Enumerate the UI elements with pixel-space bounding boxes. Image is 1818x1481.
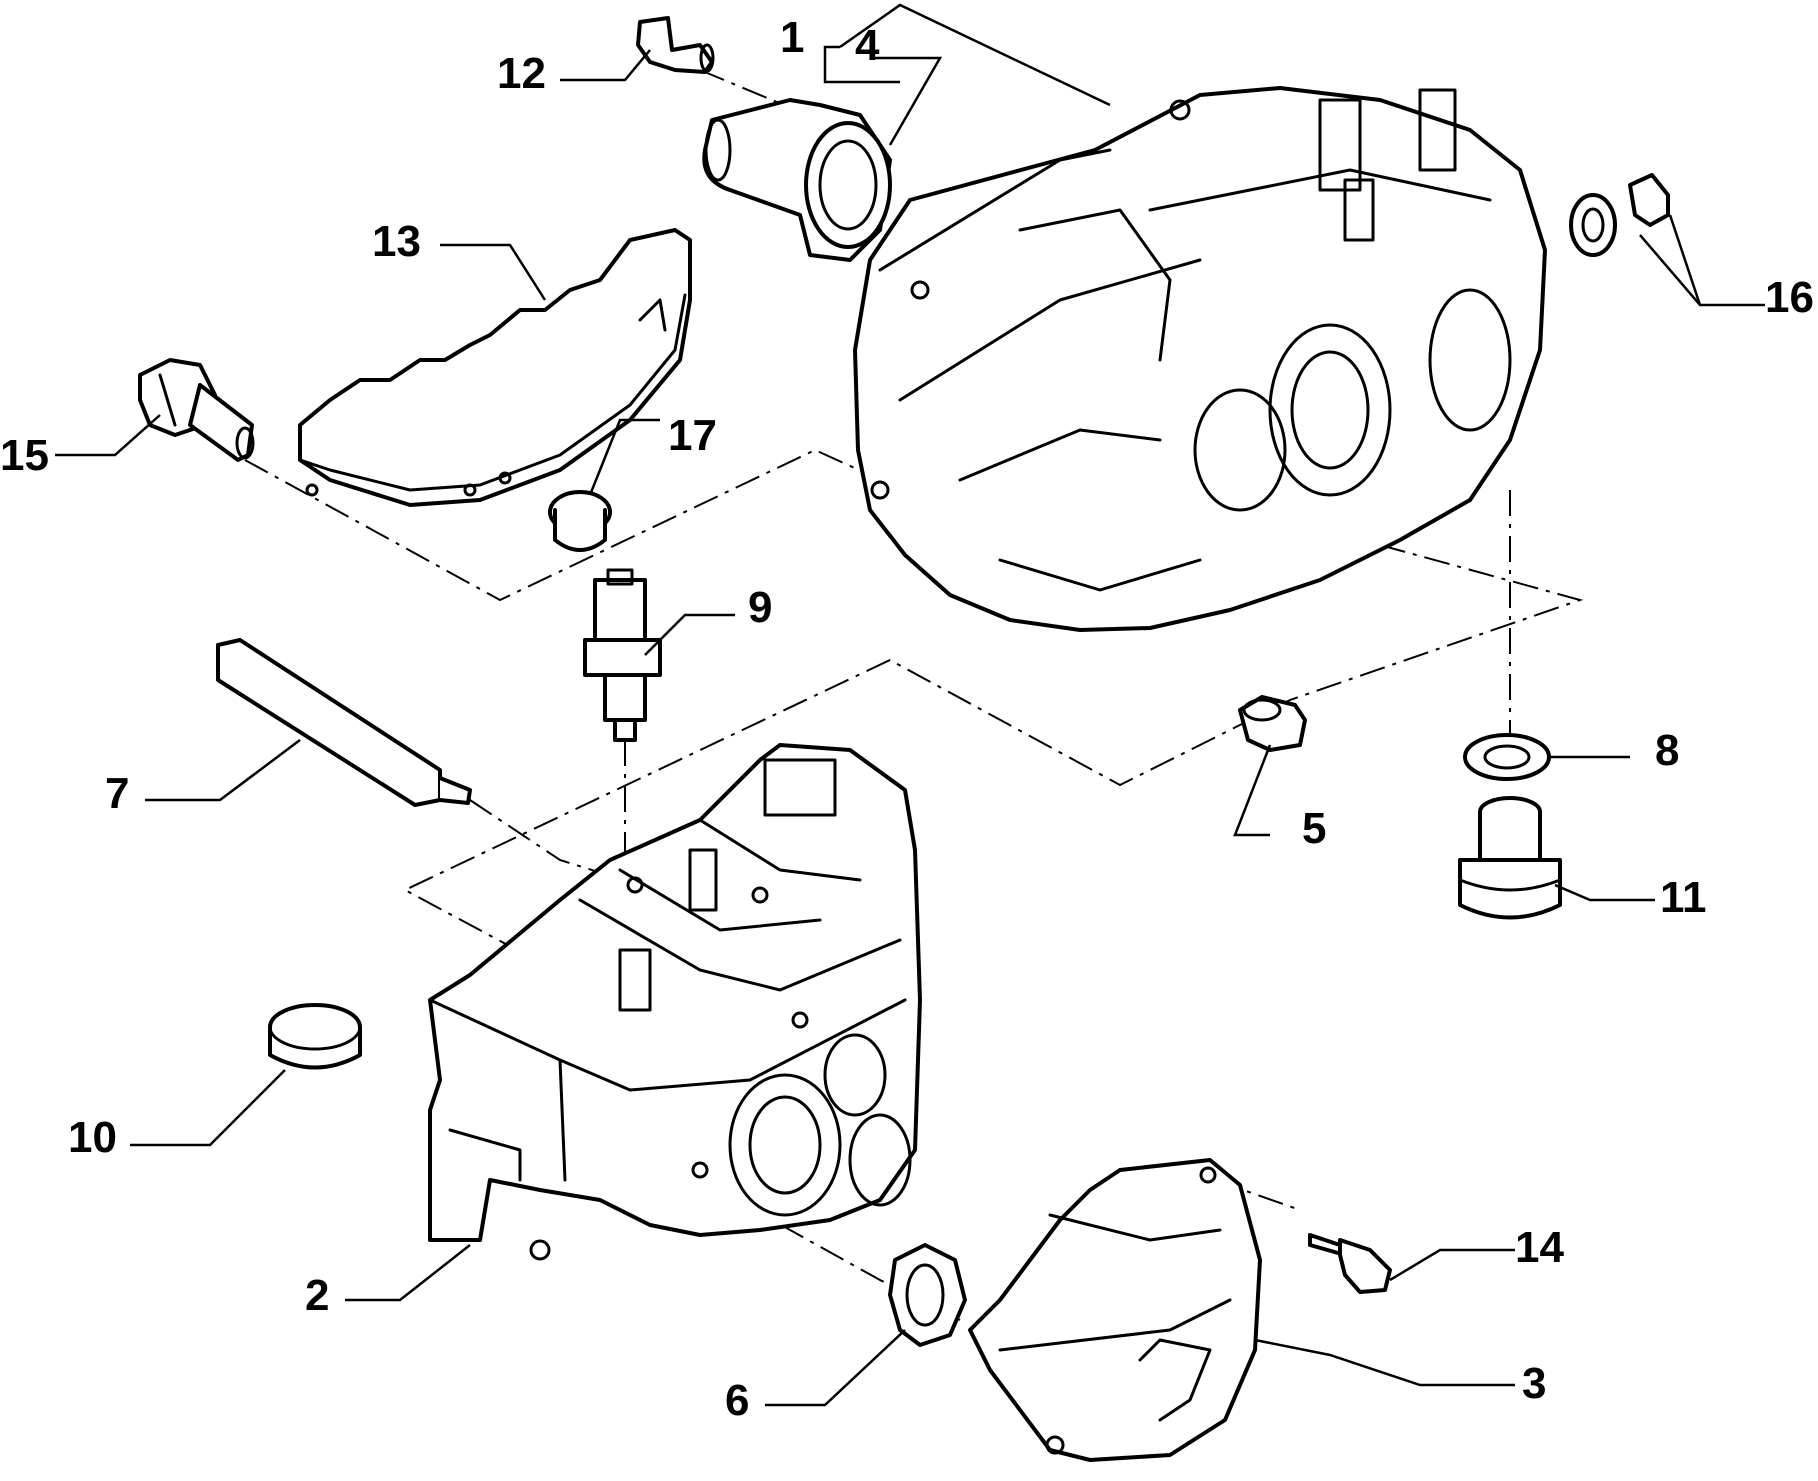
- callout-11: 11: [1660, 873, 1707, 922]
- callout-3: 3: [1522, 1359, 1546, 1408]
- oil-seal-6: [888, 1243, 967, 1347]
- callout-labels: 1 2 3 4 5 6 7 8 9 10 11 12 13 14 15 16 1…: [0, 13, 1814, 1425]
- callout-10: 10: [68, 1113, 117, 1162]
- dust-cover-plate: [298, 228, 692, 507]
- reverse-light-switch: [583, 568, 662, 742]
- callout-17: 17: [668, 411, 717, 460]
- callout-16: 16: [1765, 273, 1814, 322]
- callout-12: 12: [497, 49, 546, 98]
- washer-8: [1463, 733, 1551, 781]
- cap-10: [268, 1003, 362, 1070]
- callout-13: 13: [372, 217, 421, 266]
- plug-5: [1238, 695, 1307, 752]
- screw-12: [636, 16, 715, 74]
- selector-rod: [216, 638, 472, 807]
- callout-14: 14: [1515, 1223, 1564, 1272]
- callout-15: 15: [0, 431, 49, 480]
- bolt-14: [1308, 1233, 1392, 1294]
- callout-4: 4: [855, 21, 880, 70]
- callout-6: 6: [725, 1376, 749, 1425]
- bolt-15: [138, 358, 255, 462]
- callout-7: 7: [105, 769, 129, 818]
- callout-9: 9: [748, 583, 772, 632]
- gearbox-case: [428, 743, 922, 1261]
- clutch-housing: [853, 86, 1547, 632]
- callout-8: 8: [1655, 726, 1679, 775]
- filler-plug-11: [1458, 796, 1562, 920]
- release-bearing-guide: [702, 98, 892, 262]
- drain-plug-16: [1569, 173, 1670, 257]
- callout-1: 1: [780, 13, 804, 62]
- callout-2: 2: [305, 1271, 329, 1320]
- leader-lines: [55, 3, 1765, 1407]
- rear-cover: [968, 1158, 1262, 1462]
- plug-17: [548, 490, 612, 552]
- callout-5: 5: [1302, 804, 1326, 853]
